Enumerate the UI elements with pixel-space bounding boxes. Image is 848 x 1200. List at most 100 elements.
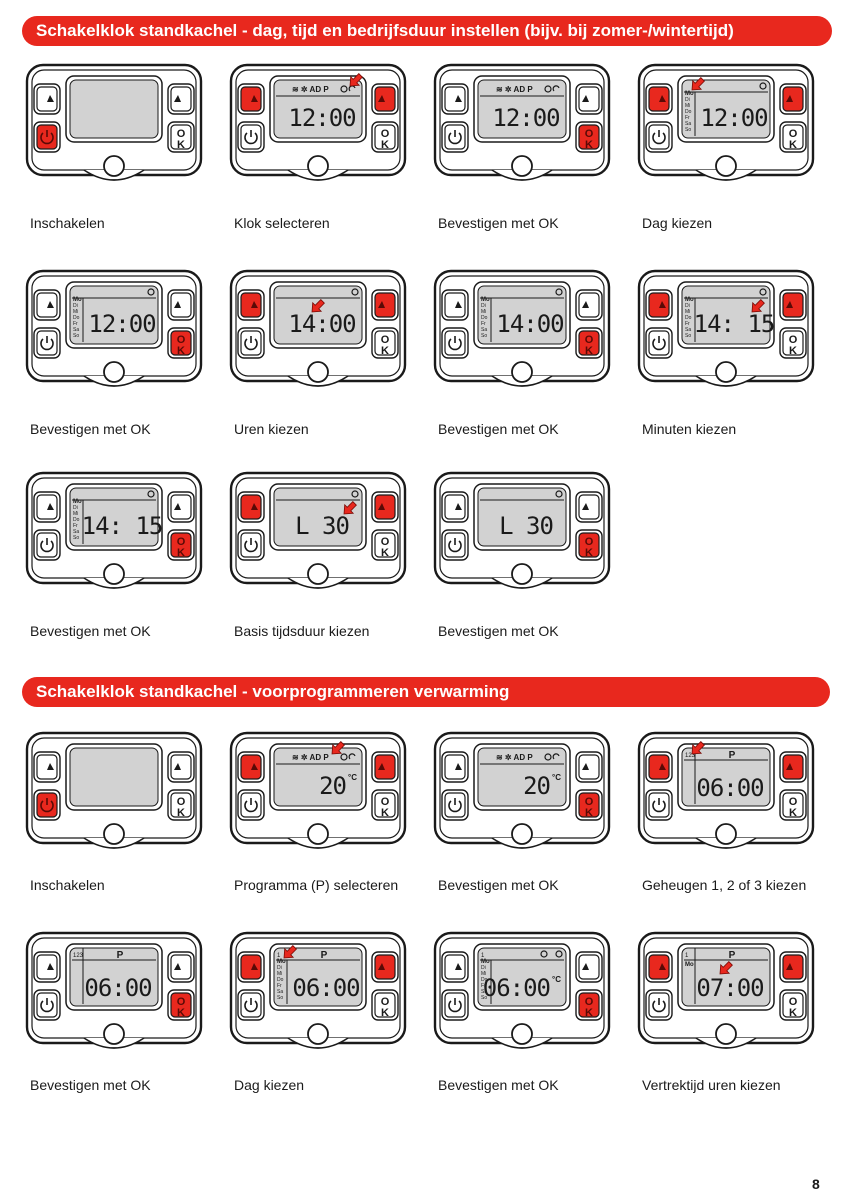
right-arrow-button[interactable] <box>167 289 195 321</box>
ok-button[interactable]: OK <box>167 529 195 561</box>
selector-knob[interactable] <box>307 155 329 177</box>
ok-button[interactable]: OK <box>575 529 603 561</box>
power-button[interactable] <box>237 529 265 561</box>
right-arrow-button[interactable] <box>371 951 399 983</box>
selector-knob[interactable] <box>103 1023 125 1045</box>
selector-knob[interactable] <box>511 823 533 845</box>
left-arrow-button[interactable] <box>441 751 469 783</box>
ok-button[interactable]: OK <box>575 327 603 359</box>
selector-knob[interactable] <box>715 1023 737 1045</box>
right-arrow-button[interactable] <box>371 491 399 523</box>
left-arrow-button[interactable] <box>33 951 61 983</box>
right-arrow-button[interactable] <box>371 289 399 321</box>
right-arrow-button[interactable] <box>575 751 603 783</box>
left-arrow-button[interactable] <box>237 951 265 983</box>
selector-knob[interactable] <box>307 1023 329 1045</box>
right-arrow-button[interactable] <box>167 951 195 983</box>
selector-knob[interactable] <box>103 155 125 177</box>
lcd-display <box>681 285 771 345</box>
left-arrow-button[interactable] <box>645 751 673 783</box>
ok-button[interactable]: OK <box>575 121 603 153</box>
left-arrow-button[interactable] <box>441 83 469 115</box>
ok-button[interactable]: OK <box>371 789 399 821</box>
left-arrow-button[interactable] <box>441 289 469 321</box>
left-arrow-button[interactable] <box>237 751 265 783</box>
left-arrow-button[interactable] <box>33 491 61 523</box>
left-arrow-button[interactable] <box>645 951 673 983</box>
ok-button[interactable]: OK <box>779 327 807 359</box>
power-button[interactable] <box>33 789 61 821</box>
left-arrow-button[interactable] <box>441 951 469 983</box>
left-arrow-button[interactable] <box>33 751 61 783</box>
power-button[interactable] <box>237 789 265 821</box>
ok-button[interactable]: OK <box>779 789 807 821</box>
ok-button[interactable]: OK <box>779 121 807 153</box>
power-button[interactable] <box>441 529 469 561</box>
selector-knob[interactable] <box>715 155 737 177</box>
left-arrow-button[interactable] <box>237 83 265 115</box>
ok-button[interactable]: OK <box>167 989 195 1021</box>
power-button[interactable] <box>237 989 265 1021</box>
right-arrow-button[interactable] <box>779 751 807 783</box>
timer-icon <box>348 753 356 760</box>
left-arrow-button[interactable] <box>33 83 61 115</box>
right-arrow-button[interactable] <box>575 491 603 523</box>
right-arrow-button[interactable] <box>575 951 603 983</box>
power-button[interactable] <box>33 989 61 1021</box>
power-button[interactable] <box>645 327 673 359</box>
right-arrow-button[interactable] <box>575 83 603 115</box>
ok-button[interactable]: OK <box>167 121 195 153</box>
power-button[interactable] <box>33 529 61 561</box>
power-button[interactable] <box>441 121 469 153</box>
right-arrow-button[interactable] <box>575 289 603 321</box>
selector-knob[interactable] <box>715 361 737 383</box>
right-arrow-button[interactable] <box>779 83 807 115</box>
ok-button[interactable]: OK <box>575 789 603 821</box>
left-arrow-button[interactable] <box>237 289 265 321</box>
selector-knob[interactable] <box>715 823 737 845</box>
selector-knob[interactable] <box>307 361 329 383</box>
selector-knob[interactable] <box>103 823 125 845</box>
ok-button[interactable]: OK <box>779 989 807 1021</box>
right-arrow-button[interactable] <box>779 951 807 983</box>
ok-button[interactable]: OK <box>371 989 399 1021</box>
ok-button[interactable]: OK <box>371 121 399 153</box>
ok-button[interactable]: OK <box>167 789 195 821</box>
selector-knob[interactable] <box>511 361 533 383</box>
right-arrow-button[interactable] <box>371 83 399 115</box>
left-arrow-button[interactable] <box>645 289 673 321</box>
power-button[interactable] <box>441 989 469 1021</box>
left-arrow-button[interactable] <box>237 491 265 523</box>
right-arrow-button[interactable] <box>779 289 807 321</box>
power-button[interactable] <box>33 121 61 153</box>
power-button[interactable] <box>441 789 469 821</box>
right-arrow-button[interactable] <box>167 83 195 115</box>
selector-knob[interactable] <box>511 1023 533 1045</box>
selector-knob[interactable] <box>103 361 125 383</box>
ok-label-o: O <box>177 996 186 1008</box>
right-arrow-button[interactable] <box>167 751 195 783</box>
power-button[interactable] <box>237 327 265 359</box>
ok-button[interactable]: OK <box>575 989 603 1021</box>
ok-button[interactable]: OK <box>167 327 195 359</box>
power-button[interactable] <box>645 121 673 153</box>
ok-button[interactable]: OK <box>371 529 399 561</box>
left-arrow-button[interactable] <box>33 289 61 321</box>
ok-button[interactable]: OK <box>371 327 399 359</box>
right-arrow-button[interactable] <box>371 751 399 783</box>
power-button[interactable] <box>645 989 673 1021</box>
power-button[interactable] <box>441 327 469 359</box>
right-arrow-button[interactable] <box>167 491 195 523</box>
left-arrow-button[interactable] <box>645 83 673 115</box>
selector-knob[interactable] <box>307 823 329 845</box>
left-arrow-button[interactable] <box>441 491 469 523</box>
power-button[interactable] <box>645 789 673 821</box>
selector-knob[interactable] <box>103 563 125 585</box>
selector-knob[interactable] <box>511 563 533 585</box>
selector-knob[interactable] <box>511 155 533 177</box>
power-button[interactable] <box>237 121 265 153</box>
power-button[interactable] <box>33 327 61 359</box>
selector-knob[interactable] <box>307 563 329 585</box>
